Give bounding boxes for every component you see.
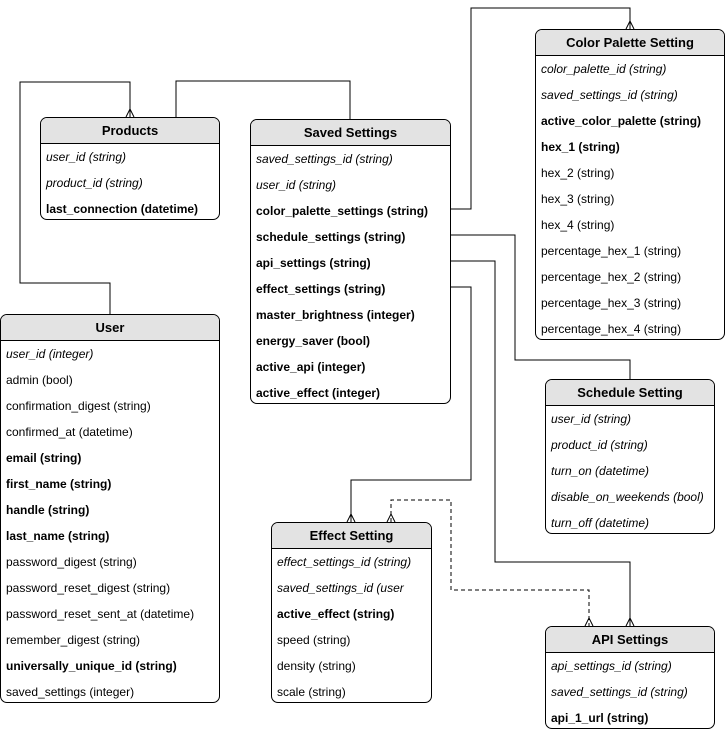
entity-field: schedule_settings (string) xyxy=(256,230,406,244)
entity-field: disable_on_weekends (bool) xyxy=(551,490,704,504)
entity-schedule-setting: Schedule Setting user_id (string) product… xyxy=(545,379,715,534)
entity-field: active_effect (integer) xyxy=(256,386,381,400)
entity-field: active_effect (string) xyxy=(277,607,395,621)
entity-field: api_settings (string) xyxy=(256,256,371,270)
entity-field: effect_settings_id (string) xyxy=(277,555,412,569)
entity-field: scale (string) xyxy=(277,685,346,699)
entity-field: first_name (string) xyxy=(6,477,112,491)
entity-field: product_id (string) xyxy=(46,176,143,190)
entity-field: password_digest (string) xyxy=(6,555,137,569)
entity-field: password_reset_sent_at (datetime) xyxy=(6,607,195,621)
entity-products: Products user_id (string) product_id (str… xyxy=(40,117,220,220)
entity-title: User xyxy=(1,315,219,341)
entity-user: User user_id (integer) admin (bool) confir… xyxy=(0,314,220,703)
entity-field: saved_settings_id (string) xyxy=(541,88,678,102)
entity-field: percentage_hex_3 (string) xyxy=(541,296,682,310)
entity-field: universally_unique_id (string) xyxy=(6,659,177,673)
entity-field: last_name (string) xyxy=(6,529,110,543)
entity-field: density (string) xyxy=(277,659,356,673)
entity-field: confirmation_digest (string) xyxy=(6,399,151,413)
entity-field: percentage_hex_1 (string) xyxy=(541,244,682,258)
entity-field: percentage_hex_2 (string) xyxy=(541,270,682,284)
entity-field: active_api (integer) xyxy=(256,360,366,374)
relation-products-saved-settings xyxy=(175,80,351,119)
crowfoot-products-top xyxy=(125,107,135,118)
crowfoot-api-solid xyxy=(625,616,635,627)
entity-field: color_palette_id (string) xyxy=(541,62,667,76)
entity-field: turn_off (datetime) xyxy=(551,516,650,530)
entity-field: password_reset_digest (string) xyxy=(6,581,171,595)
entity-color-palette-setting: Color Palette Setting color_palette_id (… xyxy=(535,29,725,340)
entity-field: saved_settings_id (string) xyxy=(551,685,688,699)
entity-field: api_1_url (string) xyxy=(551,711,649,725)
entity-title: Saved Settings xyxy=(251,120,450,146)
entity-field: user_id (integer) xyxy=(6,347,94,361)
crowfoot-effect-dashed xyxy=(386,512,396,523)
entity-field: product_id (string) xyxy=(551,438,648,452)
entity-field: speed (string) xyxy=(277,633,351,647)
entity-title: Schedule Setting xyxy=(546,380,714,406)
entity-field: active_color_palette (string) xyxy=(541,114,702,128)
entity-api-settings: API Settings api_settings_id (string) sav… xyxy=(545,626,715,729)
entity-field: remember_digest (string) xyxy=(6,633,141,647)
entity-field: turn_on (datetime) xyxy=(551,464,650,478)
entity-field: user_id (string) xyxy=(256,178,337,192)
entity-field: hex_2 (string) xyxy=(541,166,615,180)
entity-title: Color Palette Setting xyxy=(536,30,724,56)
entity-field: saved_settings (integer) xyxy=(6,685,135,699)
entity-field: energy_saver (bool) xyxy=(256,334,371,348)
entity-field: effect_settings (string) xyxy=(256,282,386,296)
entity-title: API Settings xyxy=(546,627,714,653)
entity-field: user_id (string) xyxy=(46,150,127,164)
entity-field: hex_4 (string) xyxy=(541,218,615,232)
entity-field: last_connection (datetime) xyxy=(46,202,199,216)
entity-field: handle (string) xyxy=(6,503,90,517)
crowfoot-api-dashed xyxy=(584,616,594,627)
entity-field: email (string) xyxy=(6,451,82,465)
entity-field: api_settings_id (string) xyxy=(551,659,672,673)
entity-field: saved_settings_id (user xyxy=(277,581,404,595)
entity-field: user_id (string) xyxy=(551,412,632,426)
entity-title: Effect Setting xyxy=(272,523,431,549)
entity-effect-setting: Effect Setting effect_settings_id (strin… xyxy=(271,522,432,703)
entity-field: master_brightness (integer) xyxy=(256,308,415,322)
entity-field: admin (bool) xyxy=(6,373,73,387)
entity-field: confirmed_at (datetime) xyxy=(6,425,133,439)
entity-field: color_palette_settings (string) xyxy=(256,204,429,218)
crowfoot-effect xyxy=(346,512,356,523)
entity-field: hex_3 (string) xyxy=(541,192,615,206)
entity-saved-settings: Saved Settings saved_settings_id (string… xyxy=(250,119,451,404)
entity-title: Products xyxy=(41,118,219,144)
entity-field: saved_settings_id (string) xyxy=(256,152,393,166)
entity-field: percentage_hex_4 (string) xyxy=(541,322,682,336)
crowfoot-color-palette xyxy=(625,19,635,30)
entity-field: hex_1 (string) xyxy=(541,140,620,154)
